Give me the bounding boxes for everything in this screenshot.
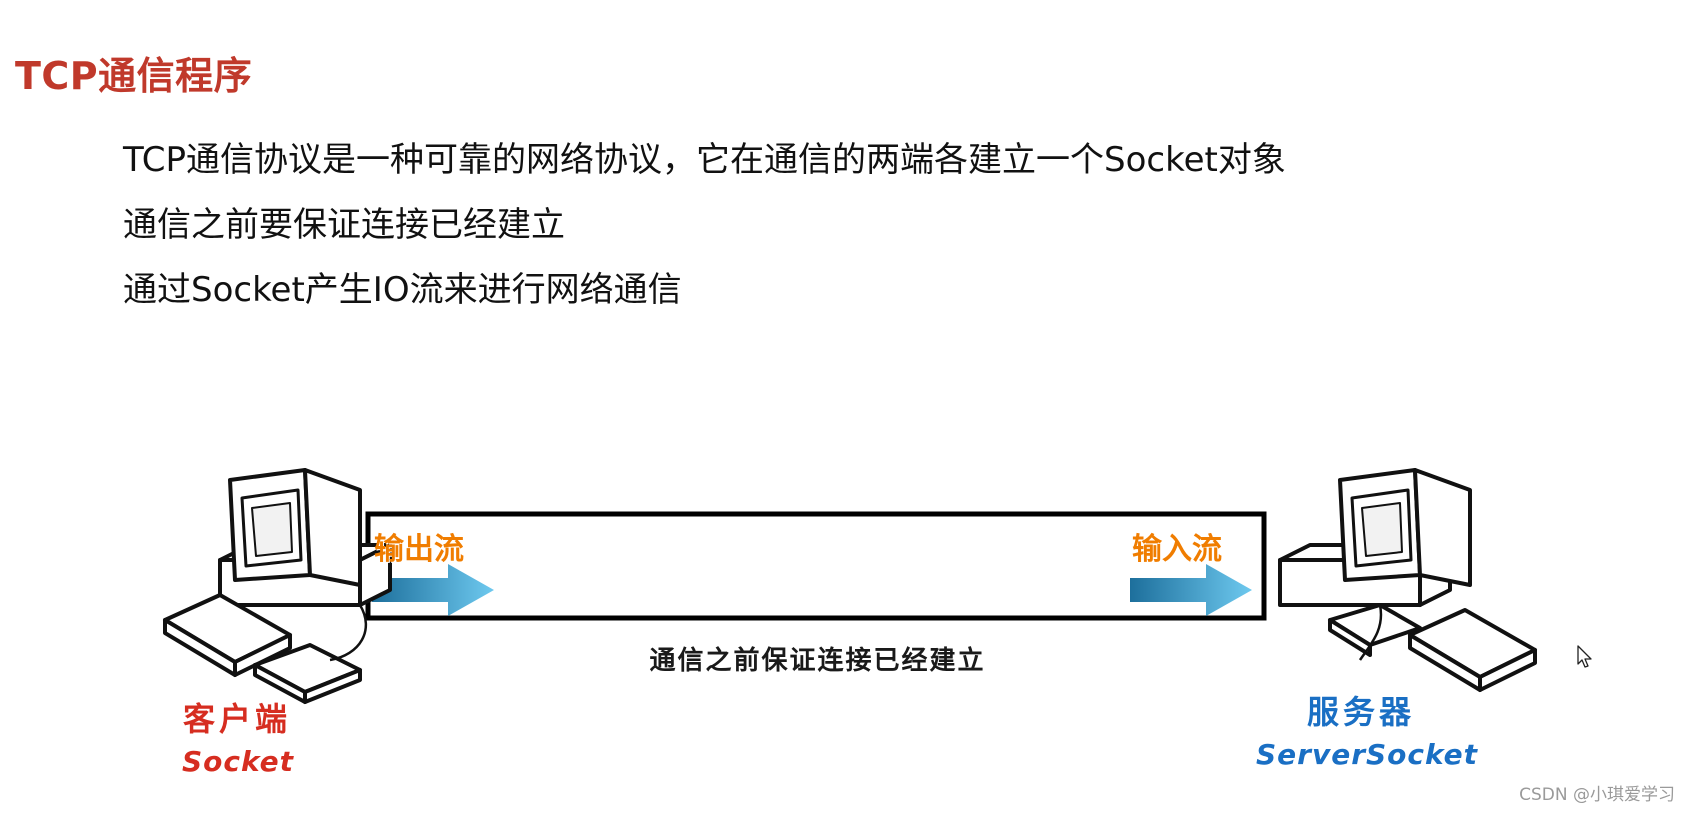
connection-pipe [365,511,1267,621]
arrow-right-icon [372,564,494,616]
bullet-list: TCP通信协议是一种可靠的网络协议，它在通信的两端各建立一个Socket对象 通… [123,128,1286,323]
slide-title: TCP通信程序 [15,54,253,99]
computer-icon [163,468,392,704]
server-name: 服务器 [1306,693,1415,731]
output-stream-label: 输出流 [374,532,464,567]
bullet-item: 通信之前要保证连接已经建立 [123,205,565,245]
bullet-item: TCP通信协议是一种可靠的网络协议，它在通信的两端各建立一个Socket对象 [123,140,1286,180]
mouse-cursor-icon [1577,645,1592,668]
computer-icon [1278,468,1537,692]
client-socket: Socket [182,745,294,778]
server-label: 服务器 ServerSocket [1256,690,1479,776]
watermark: CSDN @小琪爱学习 [1519,785,1675,805]
connection-caption: 通信之前保证连接已经建立 [649,646,986,676]
bullet-item: 通过Socket产生IO流来进行网络通信 [123,270,682,310]
input-stream-label: 输入流 [1132,532,1222,567]
client-name: 客户端 [182,700,291,738]
arrow-right-icon [1130,564,1252,616]
server-socket: ServerSocket [1256,738,1479,771]
client-label: 客户端 Socket [182,697,294,783]
